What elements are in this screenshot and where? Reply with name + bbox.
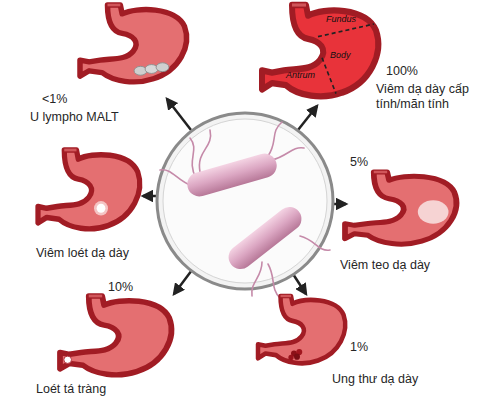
arrow (333, 203, 346, 206)
arrow (167, 99, 191, 130)
disease-label: Viêm dạ dày cấp tính/mãn tính (376, 82, 484, 112)
stomach-node: 10% Loét tá tràng (34, 278, 178, 399)
stomach-node: 100% Viêm dạ dày cấp tính/mãn tính (262, 3, 486, 114)
arrow (293, 274, 306, 294)
part-label: Fundus (326, 14, 356, 24)
stomach-node: Viêm loét dạ dày (34, 148, 146, 263)
disease-label: Viêm loét dạ dày (36, 246, 129, 261)
arrow (174, 270, 192, 294)
disease-label: U lympho MALT (30, 110, 119, 125)
stomach-illustration (345, 172, 460, 247)
bacteria-circle-inner (163, 119, 327, 283)
percentage-label: <1% (42, 92, 67, 107)
disease-label: Ung thư dạ dày (332, 372, 418, 387)
stomach-illustration (60, 296, 175, 378)
stomach-node: 5% Viêm teo dạ dày (338, 153, 463, 275)
arrow (143, 195, 157, 198)
stomach-illustration (38, 150, 143, 232)
bacterium (224, 202, 307, 274)
flagella (160, 122, 330, 298)
stomach-node: <1% U lympho MALT (28, 3, 193, 127)
stomach-node: 1% Ung thư dạ dày (256, 294, 421, 389)
arrow (298, 106, 317, 130)
disease-label: Viêm teo dạ dày (340, 258, 430, 273)
bacterium (184, 151, 279, 199)
disease-label: Loét tá tràng (36, 382, 106, 397)
percentage-label: 1% (350, 340, 368, 355)
stomach-illustration (262, 5, 382, 100)
arrow-group (143, 99, 346, 294)
bacteria-circle (157, 113, 333, 289)
part-label: Body (330, 50, 351, 60)
percentage-label: 5% (350, 155, 368, 170)
stomach-illustration (80, 5, 190, 85)
part-label: Antrum (286, 70, 315, 80)
percentage-label: 100% (386, 64, 418, 79)
stomach-illustration (258, 296, 348, 366)
percentage-label: 10% (108, 280, 133, 295)
